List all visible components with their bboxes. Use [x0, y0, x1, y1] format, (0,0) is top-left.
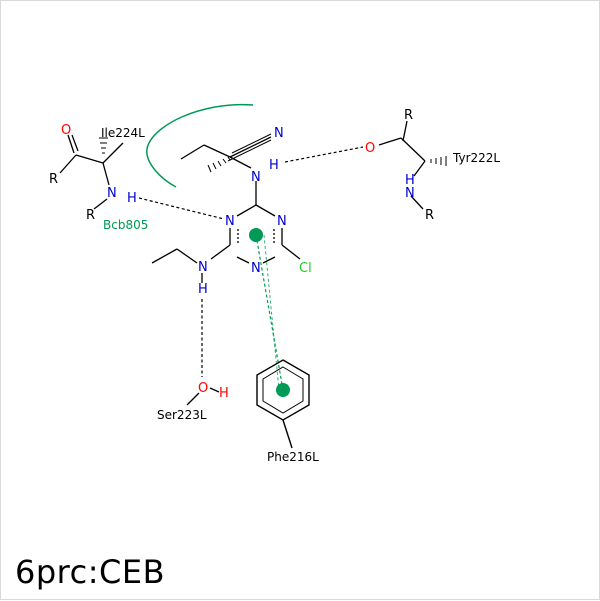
amino-left-n-label: N — [198, 260, 208, 275]
hydrophobic-contact-arc — [146, 103, 254, 188]
pi-stack-line-2 — [263, 234, 280, 391]
triazine-n1-label: N — [225, 214, 235, 229]
tyr-h-label: H — [405, 173, 415, 188]
residue-phe216l — [256, 359, 310, 449]
phe-residue-label: Phe216L — [267, 450, 319, 464]
tyr-r2-label: R — [425, 208, 434, 223]
tyr-residue-label: Tyr222L — [452, 151, 500, 165]
ile224l-labels: O Ile224L R N H R — [49, 123, 145, 223]
hbond-ile-h-triazine-n — [138, 197, 225, 220]
ligand-atom-labels: N N N Cl N H N N H — [198, 126, 312, 297]
tyr222l-labels: R O Tyr222L H N R — [365, 108, 500, 223]
ile-n-label: N — [107, 186, 117, 201]
structure-id-label: 6prc:CEB — [15, 553, 166, 591]
bcb-residue-label: Bcb805 — [103, 218, 148, 232]
residue-tyr222l — [378, 120, 426, 210]
ile-hash — [99, 137, 108, 154]
tyr-hash — [430, 156, 447, 166]
ser-h-label: H — [219, 386, 229, 401]
amino-left-h-label: H — [198, 282, 208, 297]
stereo-hash-methyl — [207, 156, 231, 173]
amino-top-n-label: N — [251, 170, 261, 185]
hydrogen-bonds — [138, 146, 364, 377]
ligand-bonds — [151, 133, 301, 283]
nitrile-n-label: N — [274, 126, 284, 141]
tyr-o-label: O — [365, 141, 375, 156]
hbond-nh-tyr-o — [284, 146, 364, 163]
amino-top-h-label: H — [269, 158, 279, 173]
chlorine-label: Cl — [299, 261, 312, 276]
tyr-n-label: N — [405, 186, 415, 201]
ser223l-labels: O H Ser223L — [157, 381, 229, 422]
residue-ile224l — [59, 134, 124, 210]
triazine-ring-centroid — [249, 228, 263, 242]
tyr-r1-label: R — [404, 108, 413, 123]
ile-residue-label: Ile224L — [101, 126, 145, 140]
ile-o-label: O — [61, 123, 71, 138]
triazine-n2-label: N — [277, 214, 287, 229]
ser-o-label: O — [198, 381, 208, 396]
ser-residue-label: Ser223L — [157, 408, 207, 422]
triazine-n3-label: N — [251, 261, 261, 276]
pi-stack-line — [255, 234, 284, 391]
residue-ser223l — [186, 387, 220, 406]
ile-r2-label: R — [86, 208, 95, 223]
ile-r1-label: R — [49, 172, 58, 187]
pi-stacking — [249, 228, 290, 397]
phe-ring-centroid — [276, 383, 290, 397]
ile-h-label: H — [127, 191, 137, 206]
